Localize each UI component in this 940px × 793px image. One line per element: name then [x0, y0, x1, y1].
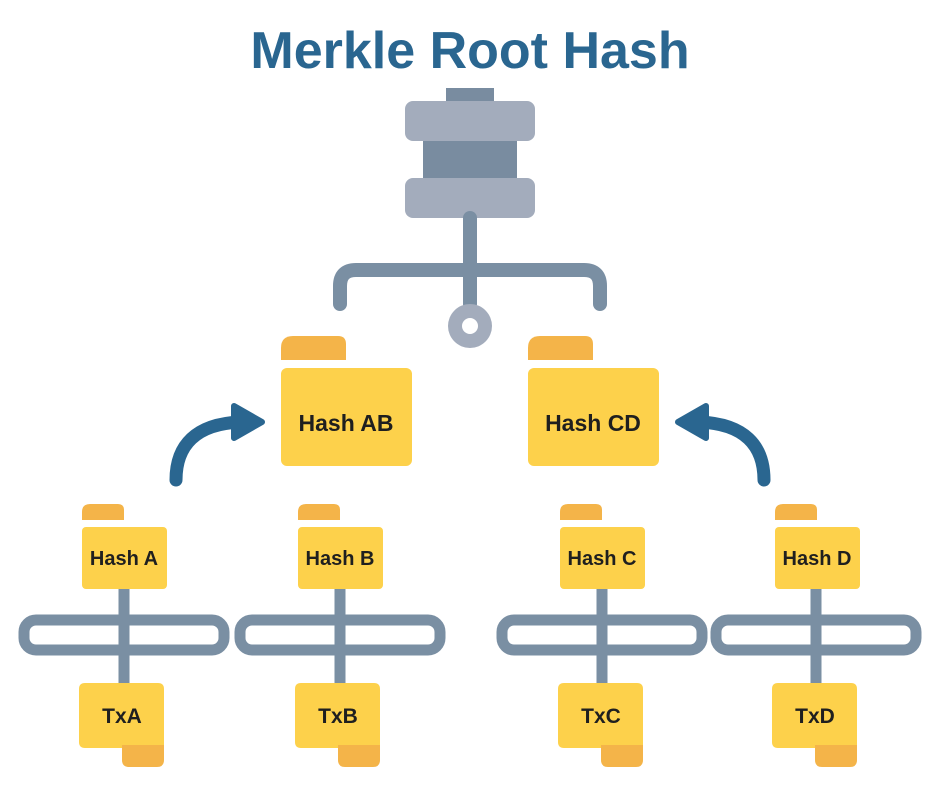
folder-label-hash-cd: Hash CD [545, 410, 641, 436]
folder-icon [560, 504, 602, 520]
folder-icon [528, 336, 593, 360]
tx-label-d: TxD [795, 705, 835, 728]
folder-icon [298, 504, 340, 520]
folder-label-hash-c: Hash C [568, 548, 637, 570]
document-icon [122, 745, 164, 767]
diagram-title: Merkle Root Hash [250, 22, 689, 80]
root-connector [333, 211, 607, 311]
root-node-ring [448, 304, 492, 348]
arrow-icon-left [169, 403, 265, 487]
document-tx-a: TxA [79, 683, 164, 767]
document-tx-c: TxC [558, 683, 643, 767]
folder-hash-c: Hash C [560, 504, 645, 589]
document-tx-b: TxB [295, 683, 380, 767]
folder-icon [775, 504, 817, 520]
leaf-column-d: Hash D TxD [710, 504, 922, 767]
leaf-column-a: Hash A TxA [18, 504, 230, 767]
folder-hash-ab: Hash AB [281, 336, 412, 466]
tx-label-c: TxC [581, 705, 621, 728]
folder-label-hash-d: Hash D [783, 548, 852, 570]
tx-label-a: TxA [102, 705, 142, 728]
folder-hash-a: Hash A [82, 504, 167, 589]
leaf-column-c: Hash C TxC [496, 504, 708, 767]
folder-hash-d: Hash D [775, 504, 860, 589]
server-root-icon [405, 88, 535, 218]
folder-label-hash-b: Hash B [306, 548, 375, 570]
folder-icon [281, 336, 346, 360]
arrow-icon-right [675, 403, 771, 487]
document-icon [338, 745, 380, 767]
folder-hash-b: Hash B [298, 504, 383, 589]
folder-icon [82, 504, 124, 520]
folder-label-hash-a: Hash A [90, 548, 158, 570]
folder-label-hash-ab: Hash AB [299, 410, 394, 436]
leaf-column-b: Hash B TxB [234, 504, 446, 767]
document-icon [601, 745, 643, 767]
document-tx-d: TxD [772, 683, 857, 767]
document-icon [815, 745, 857, 767]
folder-hash-cd: Hash CD [528, 336, 659, 466]
tx-label-b: TxB [318, 705, 358, 728]
